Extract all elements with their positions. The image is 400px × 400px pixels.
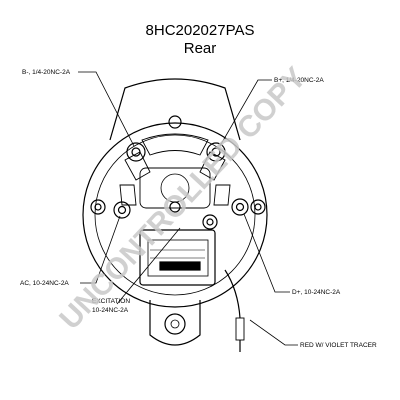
callout-excitation-thread: 10-24NC-2A bbox=[92, 307, 129, 314]
part-number-title: 8HC202027PAS bbox=[145, 22, 255, 39]
b-plus-terminal bbox=[206, 142, 226, 162]
ac-terminal bbox=[113, 201, 131, 219]
bottom-boss-hole-inner bbox=[170, 319, 180, 329]
leader-lines bbox=[78, 71, 298, 346]
right-mount-stud bbox=[250, 199, 266, 215]
center-stud bbox=[169, 201, 181, 213]
bottom-boss-hole bbox=[164, 313, 186, 335]
bottom-mounting-boss bbox=[149, 300, 201, 346]
callout-b-minus: B-, 1/4-20NC-2A bbox=[22, 69, 71, 76]
callout-excitation: EXCITATION bbox=[92, 298, 130, 305]
top-mounting-ear bbox=[109, 78, 241, 141]
callout-b-plus: B+, 1/4-20NC-2A bbox=[274, 77, 324, 84]
b-minus-terminal bbox=[126, 142, 146, 162]
callout-ac: AC, 10-24NC-2A bbox=[20, 280, 69, 287]
cooling-slots bbox=[119, 133, 231, 206]
housing-inner-circle bbox=[94, 134, 256, 296]
regulator-body bbox=[139, 229, 216, 286]
view-label: Rear bbox=[183, 40, 217, 57]
regulator-label-plate bbox=[147, 239, 209, 277]
red-wire bbox=[224, 269, 241, 319]
red-wire-connector bbox=[235, 317, 245, 341]
left-mount-stud bbox=[90, 199, 106, 215]
excitation-terminal bbox=[202, 214, 218, 230]
callout-d-plus: D+, 10-24NC-2A bbox=[292, 289, 341, 296]
top-ear-hole bbox=[168, 115, 182, 129]
callout-red-wire: RED W/ VIOLET TRACER bbox=[300, 342, 377, 349]
d-plus-terminal bbox=[231, 198, 249, 216]
housing-outer-circle bbox=[82, 122, 268, 308]
rectifier-plate bbox=[139, 167, 211, 209]
